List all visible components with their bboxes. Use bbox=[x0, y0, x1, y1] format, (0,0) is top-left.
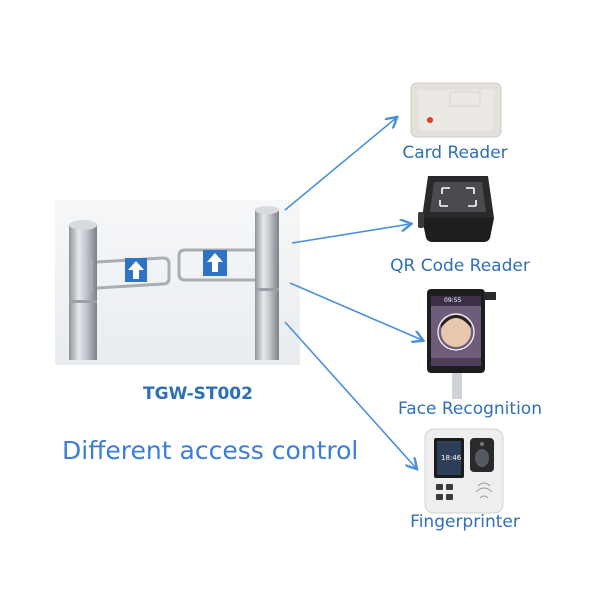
swing-turnstile-illustration bbox=[55, 200, 300, 365]
model-label: TGW-ST002 bbox=[143, 384, 253, 404]
right-gate-arm bbox=[177, 248, 255, 282]
fingerprint-terminal-icon bbox=[424, 428, 504, 514]
right-arrow-sign bbox=[203, 250, 227, 276]
headline: Different access control bbox=[62, 436, 359, 465]
card-reader-label: Card Reader bbox=[402, 143, 508, 163]
right-post bbox=[255, 206, 279, 360]
fingerprinter-label: Fingerprinter bbox=[410, 512, 520, 532]
face-terminal-icon bbox=[427, 289, 496, 399]
arrow-to-card-reader bbox=[284, 118, 396, 211]
arrow-to-qr-reader bbox=[291, 224, 410, 244]
left-arrow-sign bbox=[125, 258, 147, 282]
face-terminal-clock: 09:55 bbox=[444, 297, 462, 304]
face-recognition-label: Face Recognition bbox=[398, 399, 542, 419]
card-reader-icon bbox=[410, 82, 502, 138]
left-post bbox=[69, 220, 97, 360]
left-gate-arm bbox=[89, 256, 171, 292]
qr-reader-icon bbox=[418, 176, 494, 242]
fingerprint-terminal-clock: 18:46 bbox=[441, 454, 462, 462]
arrow-to-face-recognition bbox=[289, 282, 422, 340]
qr-reader-label: QR Code Reader bbox=[390, 256, 530, 276]
arrow-to-fingerprinter bbox=[284, 321, 416, 468]
